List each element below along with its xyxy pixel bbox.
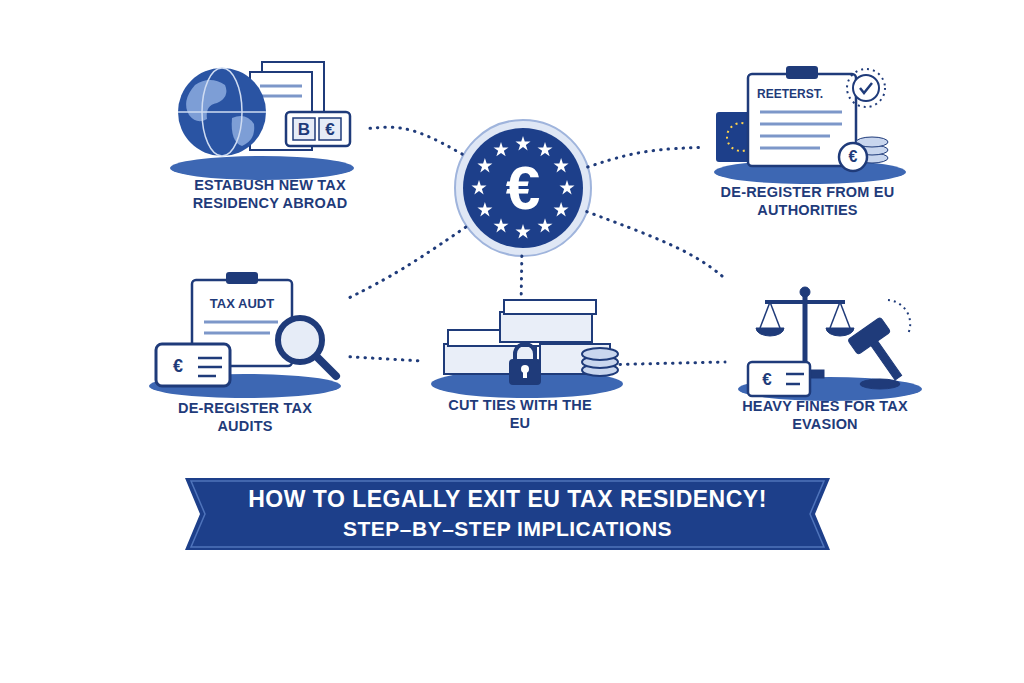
dotted-connector (620, 362, 725, 364)
star (477, 202, 492, 216)
dotted-connector (370, 127, 464, 155)
step-node: HEAVY FINES FOR TAX EVASION (725, 280, 925, 439)
star (493, 142, 508, 156)
step-caption: DE-REGISTER TAX AUDITS (170, 400, 320, 435)
step-caption: ESTABUSH NEW TAX RESIDENCY ABROAD (175, 177, 365, 212)
euro-sign: € (506, 157, 540, 219)
star (477, 158, 492, 172)
scales-gavel-icon (748, 287, 915, 396)
dotted-connector (587, 212, 727, 280)
globe-documents-icon (178, 62, 350, 156)
banner-text: HOW TO LEGALLY EXIT EU TAX RESIDENCY! (248, 485, 767, 515)
step-node: ESTABUSH NEW TAX RESIDENCY ABROAD (170, 55, 370, 218)
star (537, 218, 552, 232)
step-node: DE-REGISTER TAX AUDITS (140, 260, 350, 441)
register-clipboard-icon (716, 66, 888, 171)
clipboard-heading: TAX AUDT (210, 297, 274, 310)
star (554, 158, 569, 172)
phone-euro: € (173, 357, 183, 375)
step-node: CUT TIES WITH THE EU (420, 295, 620, 438)
clipboard-heading: REETERST. (757, 88, 823, 100)
card-letter: B (298, 121, 310, 138)
title-banner: HOW TO LEGALLY EXIT EU TAX RESIDENCY!STE… (185, 478, 830, 550)
step-caption: HEAVY FINES FOR TAX EVASION (735, 398, 915, 433)
eu-emblem (455, 120, 591, 256)
star (537, 142, 552, 156)
star (471, 180, 486, 194)
dotted-connector (350, 357, 420, 361)
dotted-connector (350, 226, 467, 297)
tax-audit-icon (156, 272, 336, 386)
money-lock-icon (444, 300, 618, 384)
star (554, 202, 569, 216)
step-caption: DE-REGISTER FROM EU AUTHORITIES (705, 184, 910, 219)
dotted-connector (520, 256, 524, 295)
euro-symbol: € (325, 121, 334, 138)
step-node: DE-REGISTER FROM EU AUTHORITIES (700, 60, 915, 225)
star (559, 180, 574, 194)
center-emblem: € (455, 120, 591, 256)
banner-trim (191, 481, 824, 547)
card-euro: € (762, 371, 771, 388)
star (515, 224, 530, 238)
banner-text: STEP–BY–STEP IMPLICATIONS (343, 515, 672, 542)
banner-ribbon (185, 478, 830, 550)
platforms (149, 156, 922, 401)
star (493, 218, 508, 232)
coin-euro: € (849, 149, 858, 165)
step-caption: CUT TIES WITH THE EU (440, 397, 600, 432)
star (515, 136, 530, 150)
dotted-connector (588, 147, 700, 167)
